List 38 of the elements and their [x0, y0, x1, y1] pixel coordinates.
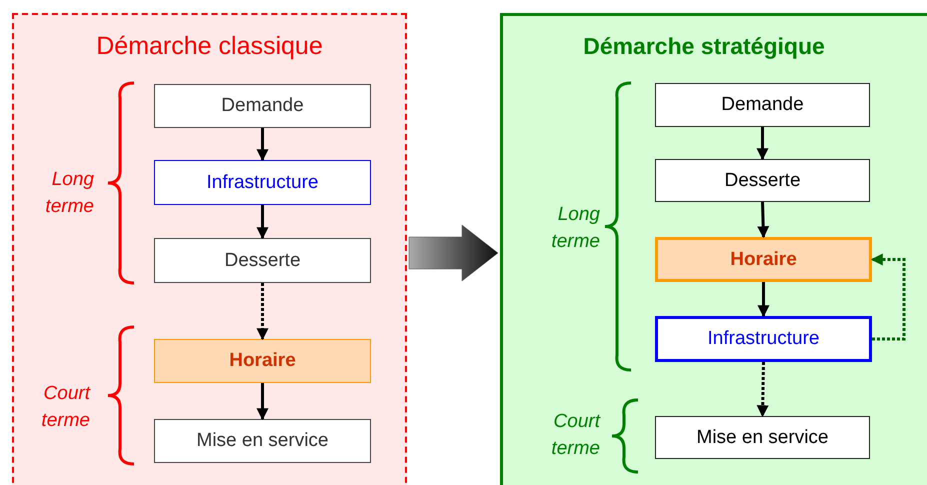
highlight-box	[655, 237, 872, 282]
arrow	[256, 205, 268, 240]
box-label: Desserte	[724, 168, 801, 192]
arrow	[256, 383, 268, 420]
box-label: Mise en service	[196, 429, 328, 453]
arrow	[758, 282, 770, 318]
arrow	[870, 254, 906, 340]
process-box	[154, 160, 371, 205]
arrow	[256, 283, 268, 340]
process-box	[154, 238, 371, 283]
process-box	[655, 83, 870, 127]
box-label: Mise en service	[696, 426, 828, 450]
box-label: Demande	[721, 93, 804, 117]
process-box	[154, 84, 371, 128]
block-arrow	[408, 224, 498, 282]
arrow	[256, 128, 268, 162]
panel-title: Démarche classique	[96, 31, 323, 62]
process-box	[655, 159, 870, 202]
panel-title: Démarche stratégique	[583, 32, 826, 61]
arrow	[757, 202, 770, 238]
dashed-panel	[12, 13, 407, 485]
process-box	[655, 416, 870, 459]
term-label: Long terme	[550, 203, 600, 254]
process-box	[154, 419, 371, 463]
box-label: Infrastructure	[708, 327, 820, 351]
term-label: Long terme	[44, 168, 94, 219]
process-box	[655, 316, 872, 362]
arrow	[756, 127, 768, 160]
box-label: Infrastructure	[206, 170, 318, 194]
arrow	[756, 362, 769, 418]
term-label: Court terme	[550, 410, 600, 461]
highlight-box	[154, 339, 371, 383]
box-label: Desserte	[224, 248, 301, 272]
box-label: Demande	[221, 94, 304, 118]
term-label: Court terme	[40, 382, 90, 433]
box-label: Horaire	[730, 248, 797, 272]
box-label: Horaire	[229, 349, 296, 373]
panel	[500, 13, 927, 485]
